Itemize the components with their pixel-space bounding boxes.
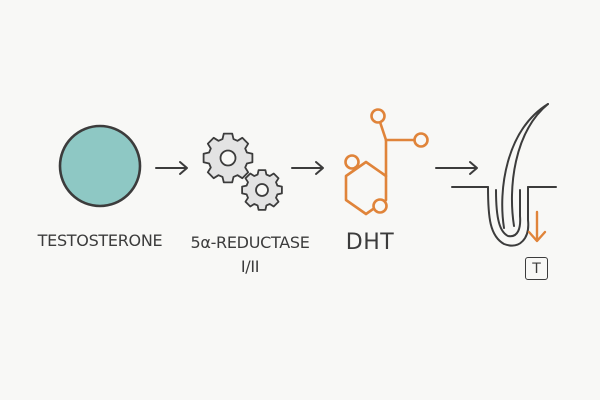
- steroid-molecule-icon: [344, 108, 429, 216]
- arrow-right-icon: [155, 161, 188, 175]
- arrow-right-icon: [435, 161, 478, 175]
- follicle-marker-box: T: [525, 257, 548, 280]
- hair-follicle-icon: [451, 103, 557, 247]
- testosterone-label: TESTOSTERONE: [37, 231, 163, 250]
- enzyme-label-line2: I/II: [240, 257, 260, 276]
- gears-icon: [202, 132, 283, 211]
- arrow-down-icon: [527, 210, 547, 243]
- testosterone-circle-icon: [58, 124, 142, 208]
- enzyme-label: 5α-REDUCTASE I/II: [170, 231, 330, 279]
- arrow-right-icon: [291, 161, 324, 175]
- dht-label: DHT: [345, 230, 395, 255]
- enzyme-label-line1: 5α-REDUCTASE: [190, 233, 310, 252]
